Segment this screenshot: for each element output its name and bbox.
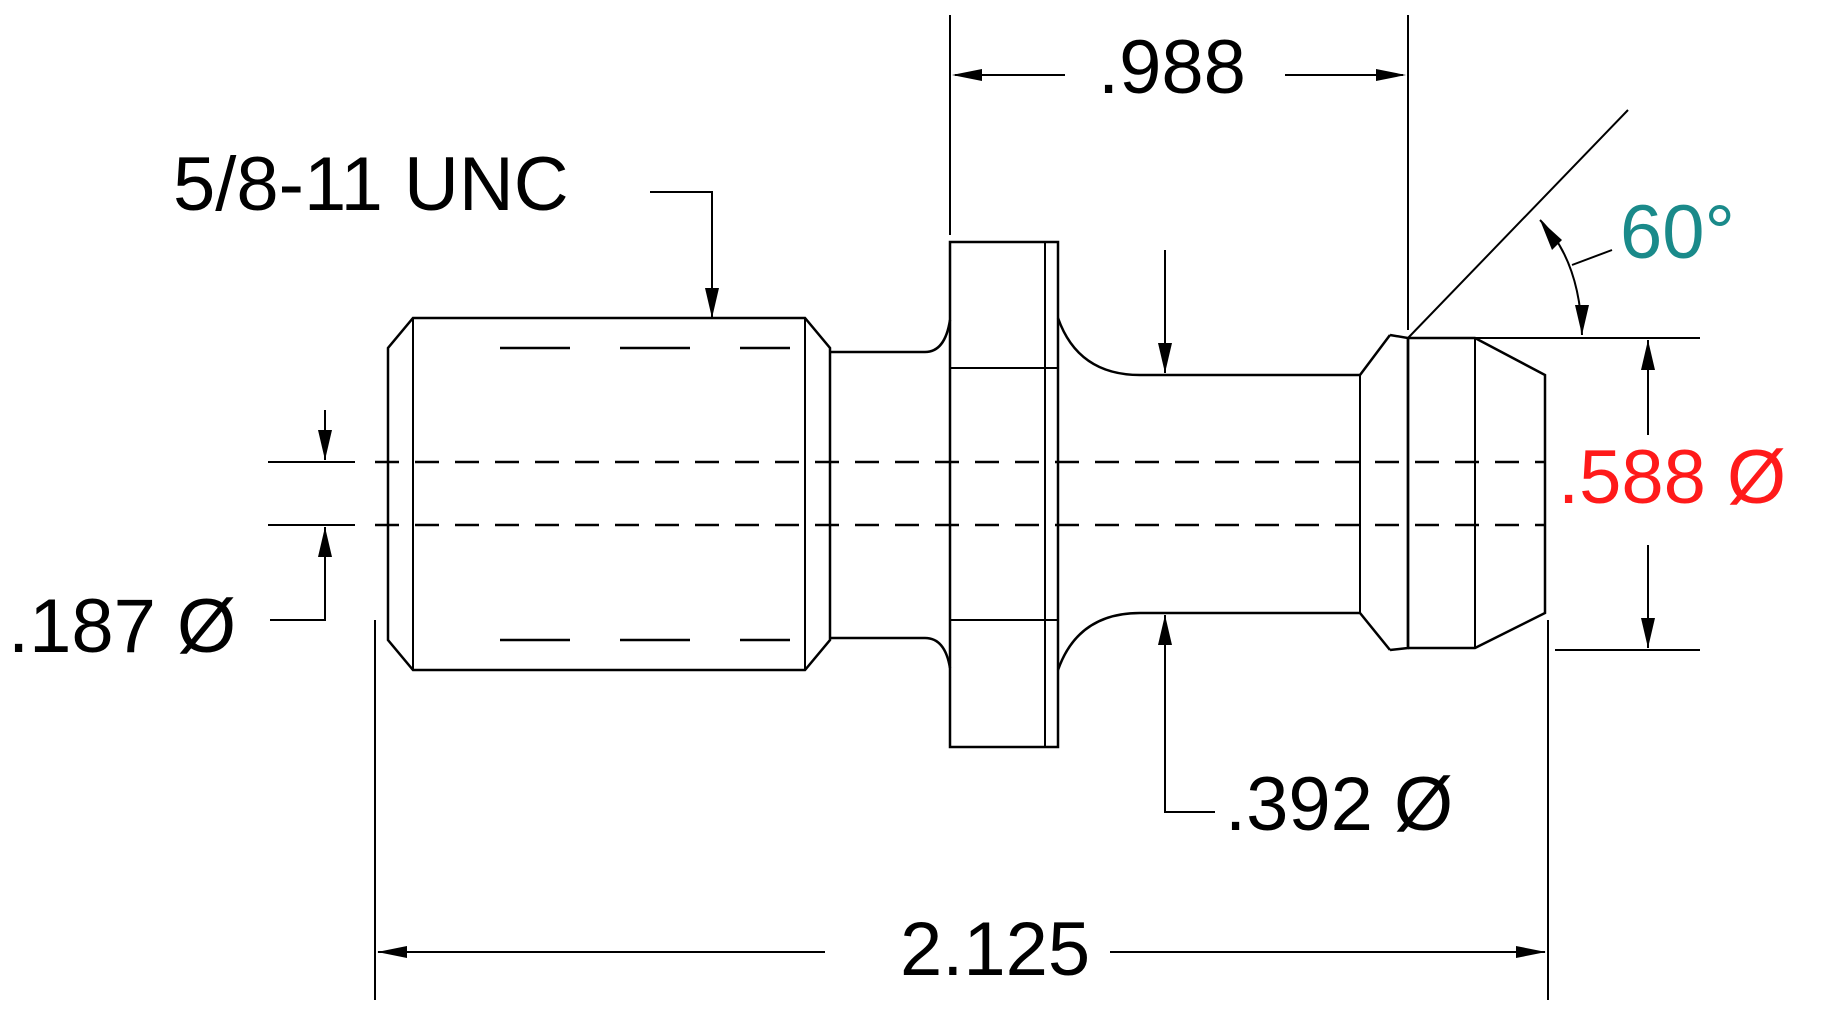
flange-width-label: .988 (1098, 25, 1246, 110)
relief-neck (830, 319, 952, 669)
bore-diameter-label: .187 Ø (8, 584, 236, 669)
pull-diameter-label: .588 Ø (1558, 435, 1786, 520)
neck-diameter-dimension: .392 Ø (1158, 250, 1453, 847)
angle-label: 60° (1620, 190, 1735, 275)
flange-width-dimension: .988 (949, 15, 1409, 330)
overall-length-dimension: 2.125 (374, 620, 1549, 1000)
thread-callout: 5/8-11 UNC (173, 142, 719, 318)
overall-length-label: 2.125 (900, 907, 1090, 992)
angle-dimension: 60° (1407, 109, 1735, 339)
head (1389, 333, 1547, 652)
threaded-shank (386, 316, 832, 672)
neck (1056, 317, 1391, 671)
pull-diameter-dimension: .588 Ø (1555, 340, 1786, 651)
thread-label: 5/8-11 UNC (173, 142, 569, 227)
neck-diameter-label: .392 Ø (1225, 762, 1453, 847)
flange (948, 240, 1060, 749)
bore-diameter-dimension: .187 Ø (8, 410, 355, 669)
center-bore (375, 460, 1545, 527)
